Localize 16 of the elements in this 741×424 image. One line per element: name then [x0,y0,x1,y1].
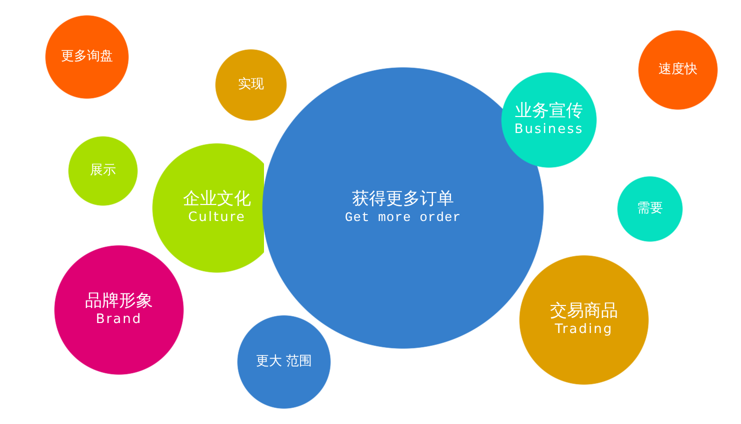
bubble-subtitle: Culture [188,211,246,226]
bubble-title: 品牌形象 [85,292,153,312]
bubble-subtitle: Get more order [344,211,462,226]
bubble-title: 需要 [637,202,663,216]
bubble-subtitle: Trading [554,323,614,338]
bubble-subtitle: Brand [96,313,142,328]
bubble-title: 获得更多订单 [352,190,454,210]
bubble-title: 业务宣传 [515,102,583,122]
bubble-title: 交易商品 [550,302,618,322]
bubble-title: 实现 [238,78,264,92]
bubble-title: 展示 [90,164,116,178]
bubble-title: 速度快 [658,62,698,78]
bubble-title: 更多询盘 [61,50,113,64]
bubble-subtitle: Business [514,123,584,138]
bubble-title: 企业文化 [183,190,251,210]
bubble-title: 更大 范围 [256,354,312,370]
